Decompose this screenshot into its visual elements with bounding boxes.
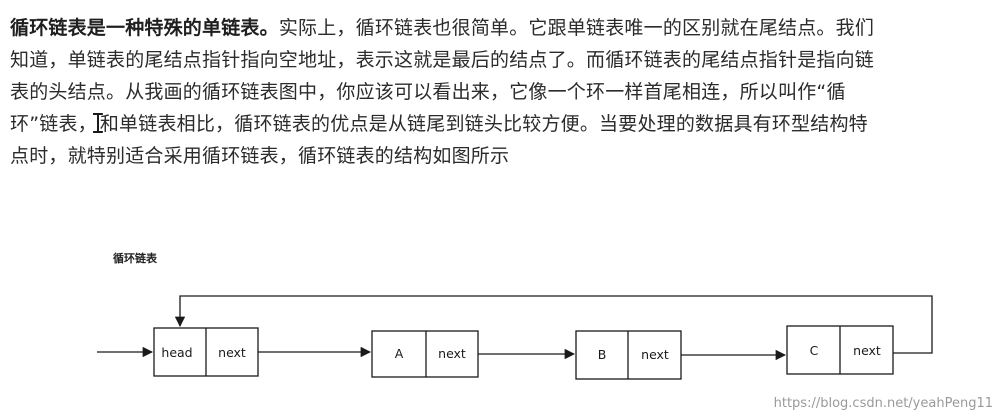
watermark-url: https://blog.csdn.net/yeahPeng11 xyxy=(773,396,993,411)
paragraph-line-4: 环”链表，和单链表相比，循环链表的优点是从链尾到链头比较方便。当要处理的数据具有… xyxy=(10,108,995,140)
loop-back-arrow xyxy=(174,295,933,354)
line-4-end: 和单链表相比，循环链表的优点是从链尾到链头比较方便。当要处理的数据具有环型结构特 xyxy=(99,113,868,135)
diagram-title: 循环链表 xyxy=(113,252,157,265)
bold-intro: 循环链表是一种特殊的单链表。 xyxy=(10,17,279,39)
node-b-next: next xyxy=(641,347,669,362)
node-c-next: next xyxy=(853,343,881,358)
line-1-text: 实际上，循环链表也很简单。它跟单链表唯一的区别就在尾结点。我们 xyxy=(278,17,875,39)
text-cursor-icon xyxy=(93,113,102,133)
node-a-next: next xyxy=(438,346,466,361)
paragraph-line-1: 循环链表是一种特殊的单链表。实际上，循环链表也很简单。它跟单链表唯一的区别就在尾… xyxy=(10,12,995,44)
paragraph-line-5: 点时，就特别适合采用循环链表，循环链表的结构如图所示 xyxy=(10,145,510,167)
node-c-data: C xyxy=(810,343,819,358)
node-head-data: head xyxy=(161,345,192,360)
paragraph-line-2: 知道，单链表的尾结点指针指向空地址，表示这就是最后的结点了。而循环链表的尾结点指… xyxy=(10,49,875,71)
node-b-data: B xyxy=(598,347,607,362)
article-text: 循环链表是一种特殊的单链表。实际上，循环链表也很简单。它跟单链表唯一的区别就在尾… xyxy=(10,12,995,172)
node-a-data: A xyxy=(395,346,404,361)
node-head-next: next xyxy=(218,345,246,360)
paragraph-line-3: 表的头结点。从我画的循环链表图中，你应该可以看出来，它像一个环一样首尾相连，所以… xyxy=(10,81,846,103)
line-4-start: 环”链表， xyxy=(10,113,97,135)
